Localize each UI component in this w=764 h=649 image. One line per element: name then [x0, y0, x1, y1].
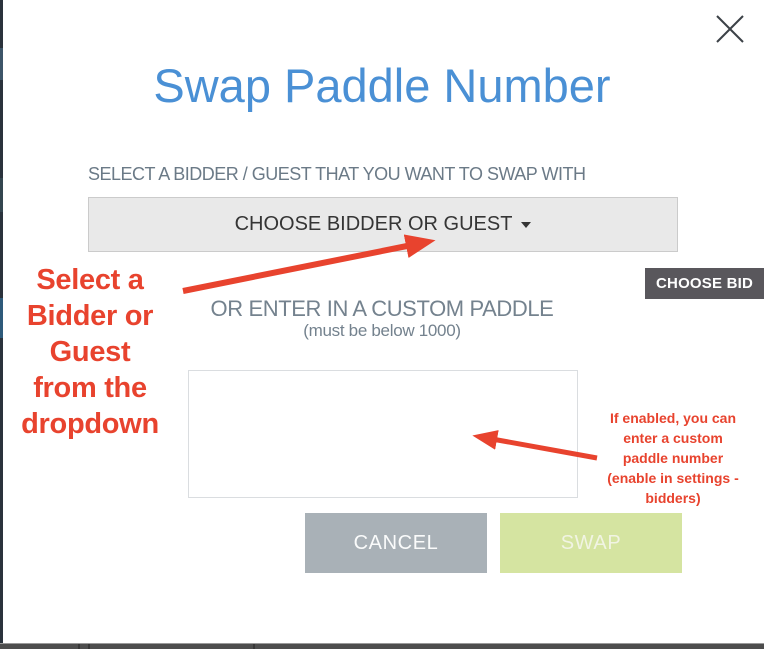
annotation-line: dropdown	[21, 408, 159, 440]
custom-paddle-heading: OR ENTER IN A CUSTOM PADDLE	[210, 296, 554, 321]
annotation-line: (enable in settings -	[607, 470, 739, 486]
dropdown-tooltip-text: CHOOSE BID	[656, 275, 754, 292]
dropdown-tooltip: CHOOSE BID	[645, 268, 764, 299]
custom-paddle-input[interactable]	[188, 370, 578, 498]
left-edge-segment	[0, 178, 3, 212]
annotation-line: bidders)	[645, 490, 701, 506]
annotation-line: paddle number	[622, 450, 724, 466]
background-page-left-edge	[0, 0, 3, 649]
annotation-select-bidder: Select a Bidder or Guest from the dropdo…	[0, 262, 180, 442]
close-button[interactable]	[711, 10, 749, 48]
annotation-line: If enabled, you can	[609, 410, 737, 426]
annotation-line: enter a custom	[623, 430, 723, 446]
bottom-bar-seam	[88, 644, 90, 649]
annotation-line: from the	[33, 372, 147, 404]
dropdown-label: CHOOSE BIDDER OR GUEST	[234, 213, 513, 235]
chevron-down-icon	[521, 221, 532, 228]
background-page-bottom-bar	[0, 643, 764, 649]
custom-paddle-subheading: (must be below 1000)	[303, 321, 461, 340]
select-bidder-label: SELECT A BIDDER / GUEST THAT YOU WANT TO…	[88, 164, 586, 184]
annotation-line: Guest	[49, 336, 131, 368]
left-edge-segment	[0, 298, 3, 338]
annotation-custom-paddle: If enabled, you can enter a custom paddl…	[585, 408, 761, 508]
annotation-line: Bidder or	[26, 300, 154, 332]
left-edge-segment	[0, 48, 3, 80]
choose-bidder-dropdown[interactable]: CHOOSE BIDDER OR GUEST	[88, 197, 678, 252]
close-icon	[716, 15, 744, 43]
bottom-bar-seam	[78, 644, 80, 649]
annotation-line: Select a	[36, 264, 144, 296]
cancel-button[interactable]: CANCEL	[305, 513, 487, 573]
bottom-bar-seam	[253, 644, 255, 649]
swap-button[interactable]: SWAP	[500, 513, 682, 573]
dialog-title: Swap Paddle Number	[153, 59, 611, 112]
